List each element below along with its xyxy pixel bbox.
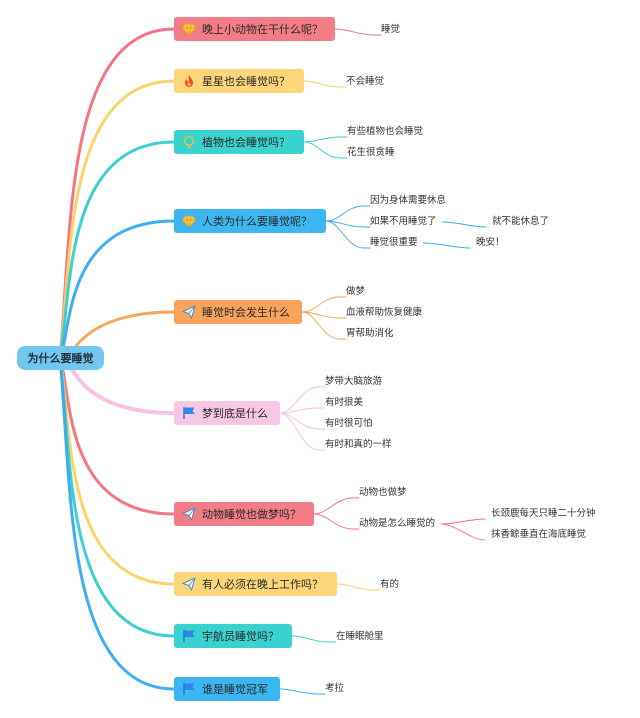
leaf-connector bbox=[325, 205, 371, 222]
leaf-connector bbox=[279, 407, 326, 414]
leaf-connector bbox=[279, 386, 326, 414]
leaf-connector bbox=[291, 635, 337, 643]
topic-label: 晚上小动物在干什么呢？ bbox=[202, 23, 323, 36]
leaf-connector bbox=[325, 220, 371, 228]
topic-label: 有人必须在晚上工作吗？ bbox=[202, 578, 323, 591]
leaf-connector bbox=[303, 80, 347, 88]
leaf-node[interactable]: 有时很可怕 bbox=[325, 418, 373, 429]
leaf-connector bbox=[303, 141, 348, 159]
topic-label: 动物睡觉也做梦吗？ bbox=[202, 508, 301, 521]
leaf-node[interactable]: 因为身体需要休息 bbox=[370, 195, 447, 206]
topic-node[interactable]: 植物也会睡觉吗？ bbox=[174, 130, 304, 154]
leaf-connector bbox=[334, 28, 382, 36]
topic-node[interactable]: 宇航员睡觉吗？ bbox=[174, 624, 292, 648]
gem-icon bbox=[182, 22, 196, 36]
branch-line bbox=[58, 356, 176, 638]
topic-node[interactable]: 谁是睡觉冠军 bbox=[174, 677, 280, 701]
leaf-node[interactable]: 血液帮助恢复健康 bbox=[346, 307, 423, 318]
paper-plane-icon bbox=[182, 577, 196, 591]
gem-icon bbox=[182, 214, 196, 228]
topic-node[interactable]: 人类为什么要睡觉呢？ bbox=[174, 209, 326, 233]
leaf-node[interactable]: 晚安！ bbox=[476, 237, 505, 248]
leaf-node[interactable]: 在睡眠舱里 bbox=[336, 631, 384, 642]
leaf-connector bbox=[442, 221, 487, 228]
branch-line bbox=[58, 140, 176, 360]
leaf-node[interactable]: 有时很美 bbox=[325, 397, 364, 408]
fire-icon bbox=[182, 74, 196, 88]
leaf-node[interactable]: 考拉 bbox=[325, 683, 345, 694]
flag-icon bbox=[182, 629, 196, 643]
leaf-connector bbox=[303, 136, 348, 143]
leaf-node[interactable]: 如果不用睡觉了 bbox=[370, 216, 437, 227]
branch-line bbox=[58, 219, 176, 360]
leaf-node[interactable]: 有时和真的一样 bbox=[325, 439, 392, 450]
leaf-connector bbox=[301, 311, 347, 340]
topic-label: 谁是睡觉冠军 bbox=[202, 683, 268, 696]
leaf-node[interactable]: 有的 bbox=[380, 579, 400, 590]
leaf-connector bbox=[301, 296, 347, 313]
leaf-connector bbox=[325, 220, 371, 249]
leaf-connector bbox=[313, 513, 360, 530]
leaf-node[interactable]: 不会睡觉 bbox=[346, 76, 385, 87]
paper-plane-icon bbox=[182, 305, 196, 319]
bulb-icon bbox=[182, 135, 196, 149]
flag-icon bbox=[182, 406, 196, 420]
leaf-connector bbox=[279, 412, 326, 430]
leaf-node[interactable]: 动物是怎么睡觉的 bbox=[359, 518, 436, 529]
topic-node[interactable]: 梦到底是什么 bbox=[174, 401, 280, 425]
leaf-node[interactable]: 就不能休息了 bbox=[492, 216, 550, 227]
leaf-connector bbox=[336, 583, 381, 591]
leaf-node[interactable]: 梦带大脑旅游 bbox=[325, 376, 383, 387]
topic-label: 星星也会睡觉吗？ bbox=[202, 75, 290, 88]
leaf-connector bbox=[279, 412, 326, 451]
topic-label: 梦到底是什么 bbox=[202, 407, 268, 420]
leaf-node[interactable]: 睡觉 bbox=[381, 24, 401, 35]
leaf-connector bbox=[440, 523, 486, 541]
topic-label: 睡觉时会发生什么 bbox=[202, 306, 290, 319]
branch-line bbox=[58, 356, 176, 691]
paper-plane-icon bbox=[182, 507, 196, 521]
leaf-connector bbox=[301, 311, 347, 319]
topic-label: 植物也会睡觉吗？ bbox=[202, 136, 290, 149]
topic-label: 人类为什么要睡觉呢？ bbox=[202, 215, 312, 228]
leaf-connector bbox=[423, 242, 471, 249]
root-topic[interactable]: 为什么要睡觉 bbox=[17, 346, 104, 370]
topic-node[interactable]: 星星也会睡觉吗？ bbox=[174, 69, 304, 93]
leaf-node[interactable]: 长颈鹿每天只睡二十分钟 bbox=[491, 508, 596, 519]
leaf-node[interactable]: 睡觉很重要 bbox=[370, 237, 418, 248]
topic-node[interactable]: 睡觉时会发生什么 bbox=[174, 300, 302, 324]
topic-node[interactable]: 晚上小动物在干什么呢？ bbox=[174, 17, 335, 41]
topic-node[interactable]: 动物睡觉也做梦吗？ bbox=[174, 502, 314, 526]
leaf-node[interactable]: 做梦 bbox=[346, 286, 366, 297]
leaf-node[interactable]: 胃帮助消化 bbox=[346, 328, 394, 339]
topic-label: 宇航员睡觉吗？ bbox=[202, 630, 279, 643]
leaf-node[interactable]: 花生很贪睡 bbox=[347, 147, 395, 158]
leaf-node[interactable]: 抹香鲸垂直在海底睡觉 bbox=[491, 529, 587, 540]
leaf-connector bbox=[313, 497, 360, 515]
leaf-node[interactable]: 动物也做梦 bbox=[359, 487, 407, 498]
leaf-node[interactable]: 有些植物也会睡觉 bbox=[347, 126, 424, 137]
leaf-connector bbox=[279, 688, 326, 695]
topic-node[interactable]: 有人必须在晚上工作吗？ bbox=[174, 572, 337, 596]
branch-line bbox=[58, 79, 176, 360]
flag-icon bbox=[182, 682, 196, 696]
leaf-connector bbox=[440, 518, 486, 525]
